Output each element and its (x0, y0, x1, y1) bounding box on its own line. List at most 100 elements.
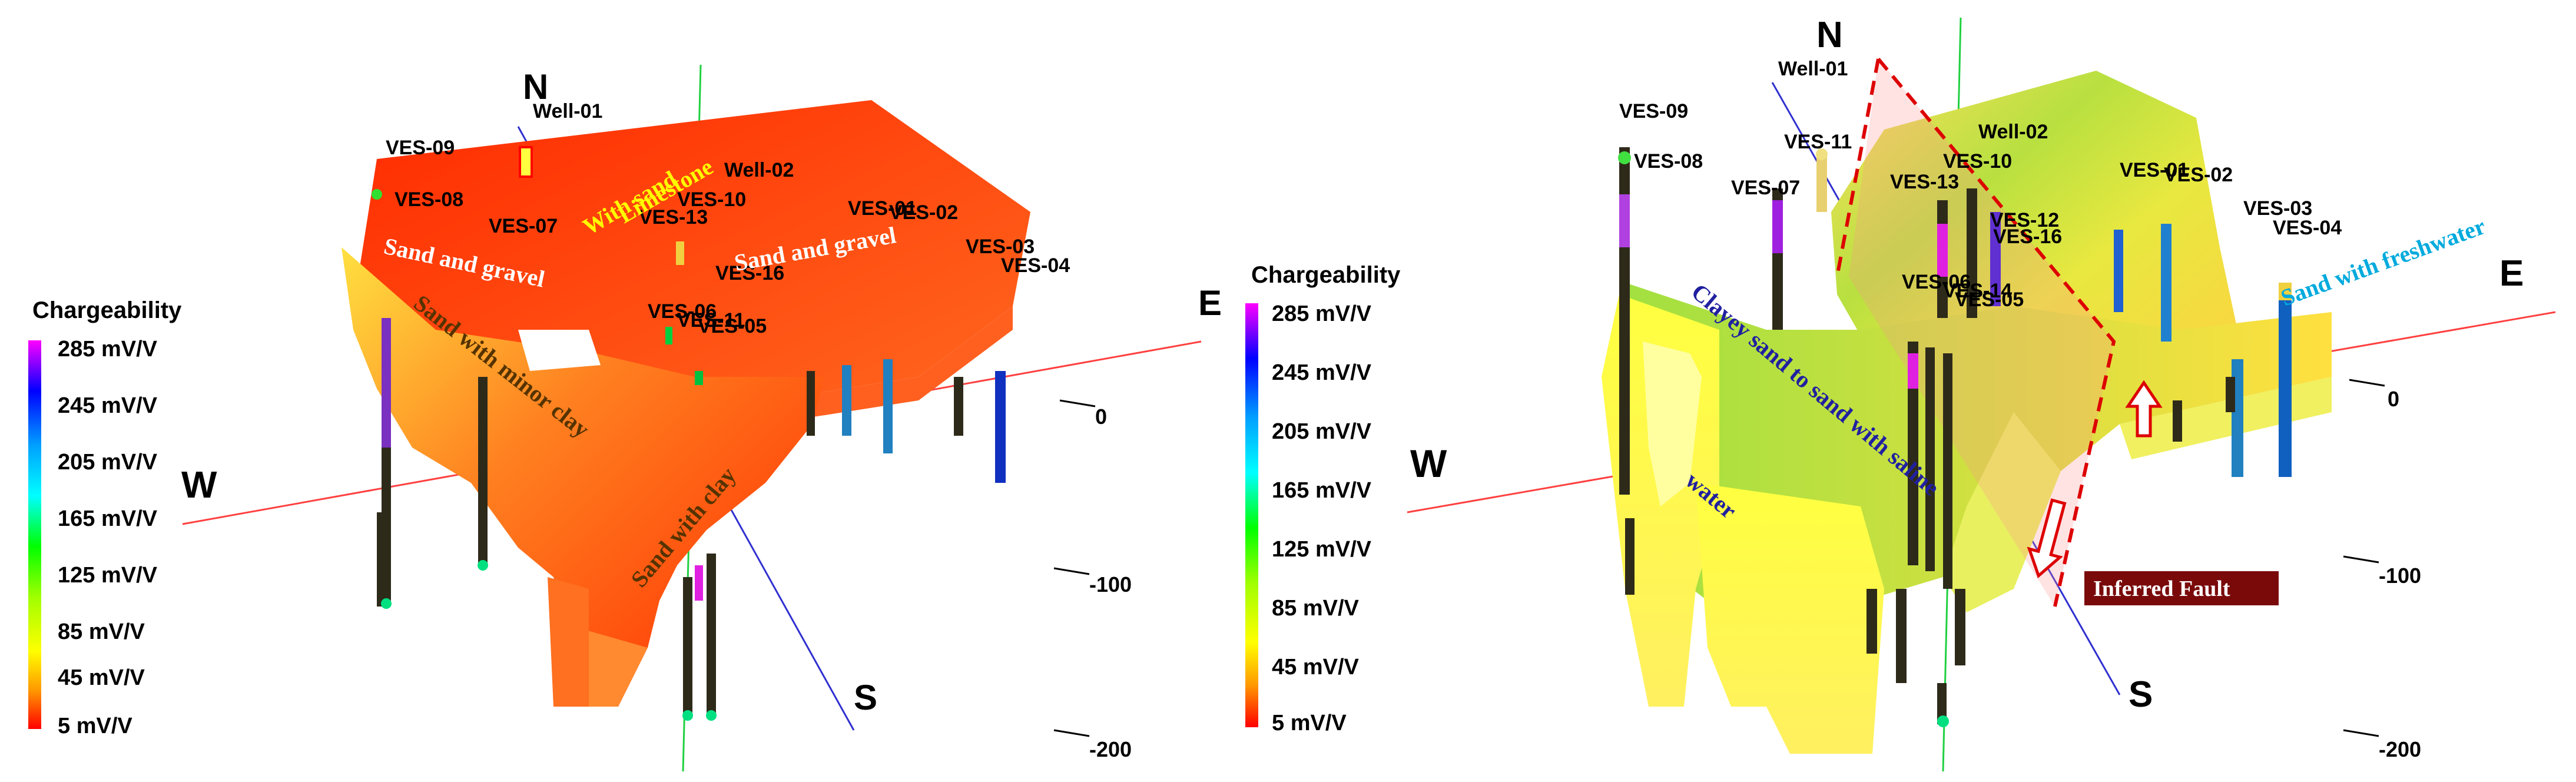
right-column (1866, 589, 1877, 654)
left-boreholes (372, 146, 1006, 721)
right-ves-02-label: VES-02 (2164, 164, 2233, 186)
right-ves-05-label: VES-05 (1955, 289, 2024, 311)
left-gap (518, 330, 601, 371)
left-ves-11-label: VES-11 (677, 309, 745, 332)
left-north-label: N (523, 67, 548, 107)
left-well-marker (519, 146, 533, 178)
left-depth-100: -100 (1089, 572, 1132, 597)
left-legend-label-45: 45 mV/V (58, 665, 145, 690)
right-column-segment (2279, 283, 2292, 300)
right-legend: Chargeability 285 mV/V 245 mV/V 205 mV/V… (1245, 262, 1401, 735)
left-column-tip (682, 710, 693, 721)
right-well-01-label: Well-01 (1778, 58, 1848, 80)
left-depth-tick (1053, 567, 1090, 575)
left-well-marker (695, 371, 703, 385)
right-legend-label-5: 5 mV/V (1272, 711, 1347, 735)
right-east-label: E (2499, 253, 2524, 294)
right-column-segment (1908, 353, 1918, 389)
left-ves-01-label: VES-01 (848, 197, 917, 220)
left-ves-05-label: VES-05 (698, 315, 767, 337)
right-column-tip (1816, 148, 1828, 160)
left-model: N S E W 0 -100 -200 Well-01 Well-02 VES-… (181, 64, 1222, 772)
left-depth-200: -200 (1089, 737, 1132, 761)
left-legend-label-165: 165 mV/V (58, 506, 158, 531)
right-south-label: S (2129, 674, 2153, 715)
right-depth-0: 0 (2388, 387, 2399, 411)
left-ves-16-label: VES-16 (715, 262, 784, 284)
left-column-tip (381, 598, 392, 609)
left-west-label: W (181, 463, 217, 506)
right-column (1908, 342, 1918, 565)
left-ves-03-label: VES-03 (966, 236, 1035, 258)
right-legend-label-85: 85 mV/V (1272, 596, 1360, 621)
right-column (2226, 377, 2235, 412)
right-column (2279, 283, 2292, 477)
right-ves-13-label: VES-13 (1890, 171, 1959, 193)
right-column (1625, 518, 1635, 595)
right-column (2114, 230, 2123, 312)
left-well-marker (665, 327, 672, 344)
left-column (954, 377, 963, 436)
right-ves-07-label: VES-07 (1731, 177, 1800, 199)
right-ves-14-label: VES-14 (1943, 280, 2012, 302)
left-column (377, 512, 386, 607)
right-column (1955, 589, 1965, 665)
right-arrow-down (2027, 498, 2067, 579)
right-column-segment (1619, 194, 1630, 247)
right-ves-04-label: VES-04 (2273, 217, 2342, 239)
right-fault-line (1877, 58, 2116, 607)
right-fault-label-bg (2084, 571, 2279, 605)
right-column (2161, 224, 2171, 342)
right-west-label: W (1410, 442, 1447, 485)
right-depth-tick (2349, 379, 2385, 387)
left-depth-tick (1059, 399, 1096, 407)
left-east-label: E (1198, 283, 1222, 323)
left-column-tip (478, 560, 488, 571)
right-fault-plane (1849, 59, 2114, 607)
left-depth-tick (1053, 729, 1090, 737)
left-column-tip (706, 710, 717, 721)
right-south-body (1696, 483, 1884, 754)
left-legend-label-245: 245 mV/V (58, 393, 158, 418)
right-column-tip (1937, 715, 1949, 727)
right-legend-label-245: 245 mV/V (1272, 360, 1372, 385)
right-ves-12-label: VES-12 (1990, 209, 2059, 231)
right-legend-label-205: 205 mV/V (1272, 419, 1372, 444)
right-legend-label-285: 285 mV/V (1272, 301, 1372, 326)
right-depth-scale: 0 -100 -200 (2343, 379, 2421, 761)
left-column-segment (382, 318, 391, 448)
right-legend-label-45: 45 mV/V (1272, 655, 1360, 680)
right-model: Inferred Fault N S E W 0 -100 -200 Well-… (1407, 15, 2556, 772)
right-fault-arrows (2027, 380, 2163, 579)
right-ves-03-label: VES-03 (2243, 197, 2312, 220)
right-ves-09-label: VES-09 (1619, 100, 1688, 122)
left-legend-colorbar (28, 340, 41, 729)
right-column (1990, 212, 2001, 306)
right-column (1896, 589, 1907, 683)
left-column (683, 577, 692, 718)
right-column (1967, 188, 1977, 318)
right-legend-title: Chargeability (1251, 262, 1401, 288)
left-legend-label-5: 5 mV/V (58, 714, 132, 738)
left-column (883, 359, 893, 453)
right-depth-200: -200 (2379, 737, 2421, 761)
left-lower-face (548, 577, 589, 707)
left-column (995, 371, 1006, 483)
left-depth-0: 0 (1095, 405, 1107, 429)
right-west-face (1643, 342, 1702, 506)
right-column-segment (1772, 200, 1783, 253)
right-legend-label-125: 125 mV/V (1272, 537, 1372, 562)
left-ves-06-label: VES-06 (648, 300, 717, 323)
left-ves-10-label: VES-10 (677, 188, 746, 211)
right-column-segment (1937, 224, 1948, 277)
left-legend-title: Chargeability (32, 297, 182, 323)
right-boreholes (1618, 147, 2292, 727)
right-depth-tick (2343, 729, 2379, 737)
right-ves-06-label: VES-06 (1902, 271, 1971, 293)
right-depth-tick (2343, 555, 2379, 564)
left-legend-label-205: 205 mV/V (58, 450, 158, 475)
left-depth-scale: 0 -100 -200 (1053, 399, 1132, 761)
right-well-02-label: Well-02 (1978, 121, 2048, 143)
left-well-marker (676, 241, 684, 265)
